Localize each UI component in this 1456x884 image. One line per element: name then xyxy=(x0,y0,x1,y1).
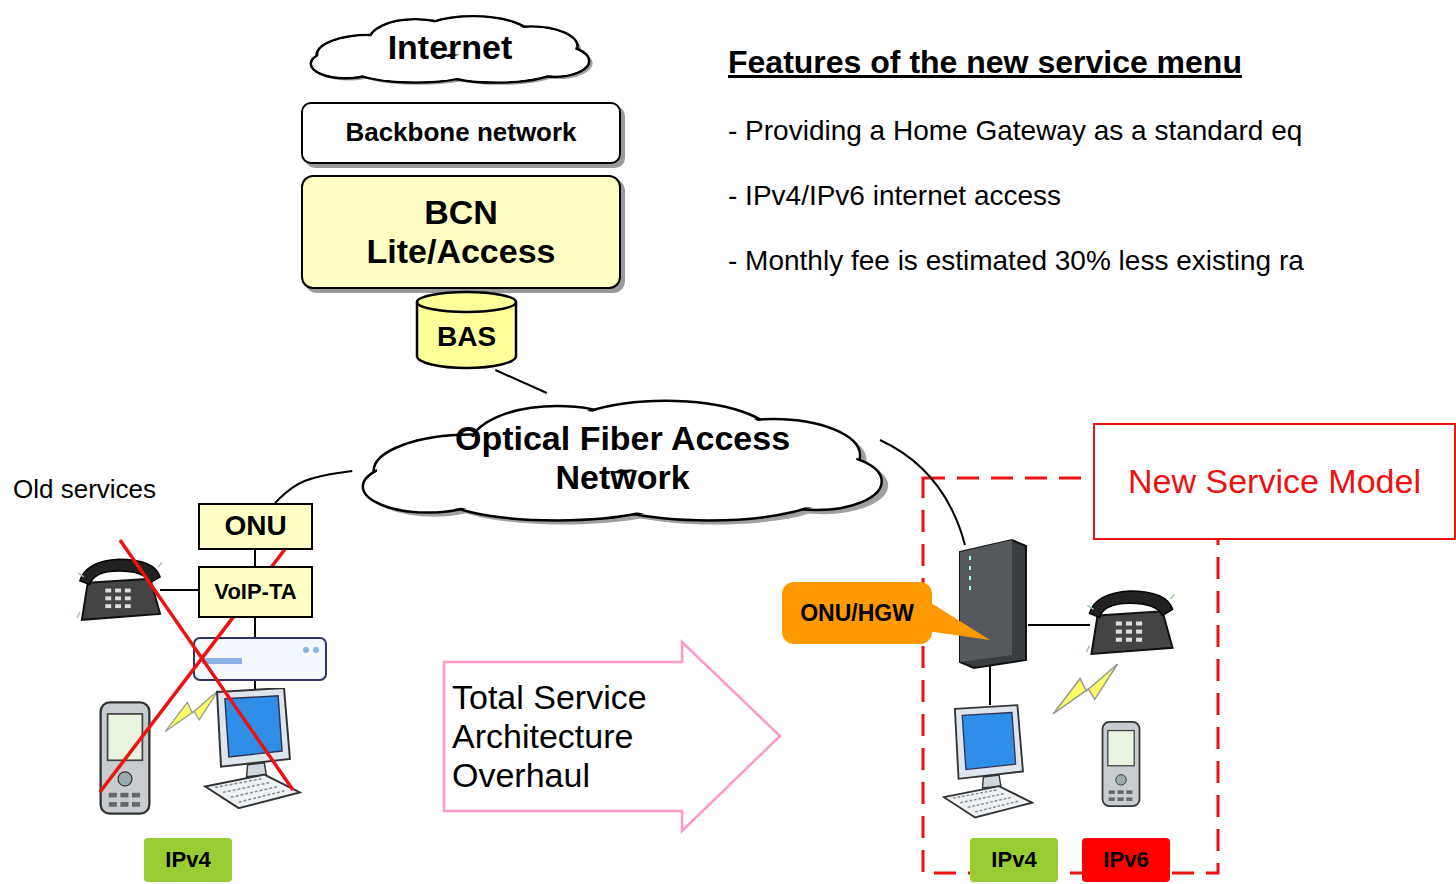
node-text: VoIP-TA xyxy=(214,579,296,604)
node-text: IPv4 xyxy=(991,847,1036,872)
node-text: ONU xyxy=(224,510,286,542)
network-box: BCN Lite/Access xyxy=(301,175,621,289)
callout-box: ONU/HGW xyxy=(782,582,932,644)
phone-wire xyxy=(1028,624,1090,626)
model-box: New Service Model xyxy=(1093,423,1456,540)
group-label: Old services xyxy=(13,474,156,505)
transition-arrow: Total Service Architecture Overhaul xyxy=(442,640,782,833)
phone-wire xyxy=(160,589,198,591)
equipment-box: VoIP-TA xyxy=(198,566,313,618)
onu-wire xyxy=(254,550,256,566)
node-text: Optical Fiber Access Network xyxy=(433,419,813,497)
feature-item: - Monthly fee is estimated 30% less exis… xyxy=(728,245,1304,277)
phone-icon xyxy=(1086,591,1174,654)
node-text: BCN Lite/Access xyxy=(336,193,586,271)
fiber-connector xyxy=(495,370,546,393)
feature-item: - Providing a Home Gateway as a standard… xyxy=(728,115,1302,147)
node-text: Internet xyxy=(388,28,513,67)
node-text: IPv4 xyxy=(165,847,210,872)
fiber-line xyxy=(880,440,965,545)
ta-wire xyxy=(254,618,256,640)
equipment-box: ONU xyxy=(198,503,313,550)
pc-icon xyxy=(205,688,300,808)
node-text: ONU/HGW xyxy=(800,600,914,626)
node-text: Backbone network xyxy=(345,118,576,148)
node-text: IPv6 xyxy=(1103,847,1148,872)
network-box: Backbone network xyxy=(301,102,621,164)
feature-item: - IPv4/IPv6 internet access xyxy=(728,180,1061,212)
pc-wire xyxy=(989,665,991,705)
wireless-icon xyxy=(1053,664,1117,714)
pc-icon xyxy=(944,705,1032,817)
protocol-tag: IPv6 xyxy=(1082,838,1170,882)
node-text: Total Service Architecture Overhaul xyxy=(452,678,677,795)
hgw-device xyxy=(960,540,1026,668)
phone-icon xyxy=(77,559,162,620)
internet-cloud: Internet xyxy=(305,12,595,84)
fiber-connector xyxy=(275,471,352,503)
features-heading: Features of the new service menu xyxy=(728,44,1242,81)
pda-icon xyxy=(1103,722,1140,806)
server-cylinder: BAS xyxy=(415,290,518,370)
protocol-tag: IPv4 xyxy=(144,838,232,882)
protocol-tag: IPv4 xyxy=(970,838,1058,882)
access-network-cloud: Optical Fiber Access Network xyxy=(352,393,893,523)
node-text: New Service Model xyxy=(1128,462,1421,501)
node-text: BAS xyxy=(437,321,496,353)
